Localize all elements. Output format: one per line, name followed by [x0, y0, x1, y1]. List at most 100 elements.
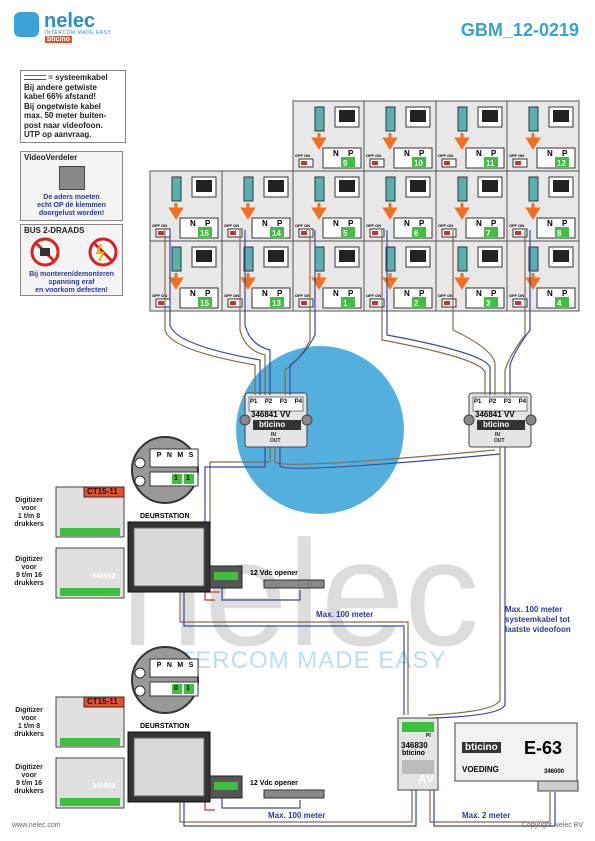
logo-name: nelec: [44, 10, 96, 32]
label-p: P: [348, 219, 354, 228]
monitor-address: 2: [414, 299, 419, 308]
port-label: P2: [264, 399, 273, 405]
interface-brand: bticino: [402, 750, 425, 757]
arrow-icon: [240, 203, 256, 220]
opener-label-2: 12 Vdc opener: [250, 780, 298, 787]
label-off-on: OFF ON: [224, 293, 239, 298]
label-n: N: [333, 289, 339, 298]
digitizer-line: drukkers: [14, 731, 44, 738]
monitor-address: 3: [486, 299, 491, 308]
arrow-icon: [525, 203, 541, 220]
opener-label-1: 12 Vdc opener: [250, 570, 298, 577]
monitor-address: 6: [414, 229, 419, 238]
monitor-address: 10: [414, 159, 423, 168]
legend-cable-row: = systeemkabel: [24, 73, 122, 83]
interface-av: AV: [418, 772, 434, 786]
door-station-title-1: DEURSTATION: [140, 513, 190, 520]
monitor-address: 7: [486, 229, 491, 238]
switch-label: S: [188, 662, 194, 669]
wire-label-max2: Max. 2 meter: [462, 811, 511, 820]
monitor-address: 15: [200, 299, 209, 308]
cable-legend: = systeemkabel Bij andere getwiste kabel…: [20, 70, 126, 143]
address-fill: [555, 157, 569, 167]
distributor-left-in: IN: [271, 432, 276, 438]
monitor-address: 1: [343, 299, 348, 308]
document-code: GBM_12-0219: [460, 20, 579, 40]
video-splitter-note: De aders moeten echt OP de klemmen doorg…: [21, 194, 122, 218]
label-n: N: [404, 219, 410, 228]
interface-pi: PI: [426, 733, 431, 739]
port-label: P3: [503, 399, 512, 405]
switch-label: P: [156, 452, 162, 459]
arrow-icon: [311, 203, 327, 220]
label-n: N: [262, 219, 268, 228]
address-fill: [484, 157, 498, 167]
wire-label-line: laatste videofoon: [505, 625, 571, 634]
digitizer-line: 9 t/m 16: [15, 572, 43, 579]
module-label-1: 346992: [92, 573, 116, 580]
distributor-right-out: OUT: [494, 438, 505, 444]
model-label: 346841: [475, 410, 502, 419]
note-line: De aders moeten: [43, 194, 100, 201]
distributor-left-out: OUT: [270, 438, 281, 444]
arrow-icon: [454, 203, 470, 220]
legend-cable-label: = systeemkabel: [48, 73, 108, 82]
label-p: P: [419, 289, 425, 298]
label-p: P: [277, 219, 283, 228]
monitor-address: 9: [343, 159, 348, 168]
address-fill: [341, 157, 355, 167]
vv-label: VV: [503, 410, 515, 419]
distributor-right-model: 346841 VV: [475, 410, 515, 419]
label-off-on: OFF ON: [366, 293, 381, 298]
video-splitter-box: VideoVerdeler De aders moeten echt OP de…: [20, 151, 123, 221]
monitor-address: 14: [272, 229, 281, 238]
port-label: P1: [250, 399, 258, 405]
label-n: N: [404, 149, 410, 158]
arrow-icon: [454, 133, 470, 150]
dip-value: 1: [174, 475, 178, 482]
power-supply-name: E-63: [524, 738, 563, 758]
legend-line: kabel 66% afstand!: [24, 92, 97, 101]
address-fill: [270, 297, 284, 307]
label-off-on: OFF ON: [509, 153, 524, 158]
digitizer-line: drukkers: [14, 788, 44, 795]
label-off-on: OFF ON: [295, 293, 310, 298]
label-p: P: [419, 149, 425, 158]
label-p: P: [419, 219, 425, 228]
port-label: P2: [488, 399, 497, 405]
label-n: N: [404, 289, 410, 298]
watermark-tagline: INTERCOM MADE EASY: [154, 647, 447, 674]
label-off-on: OFF ON: [152, 223, 167, 228]
note-line: spanning eraf: [48, 279, 95, 286]
power-supply-label: VOEDING: [462, 765, 499, 774]
address-fill: [412, 227, 426, 237]
digitizer-line: 1 t/m 8: [17, 723, 41, 730]
label-n: N: [190, 219, 196, 228]
digitizer-line: voor: [21, 715, 37, 722]
label-p: P: [562, 289, 568, 298]
wire-label-max100-b: Max. 100 meter: [268, 811, 326, 820]
label-off-on: OFF ON: [366, 223, 381, 228]
address-fill: [198, 297, 212, 307]
label-off-on: OFF ON: [152, 293, 167, 298]
address-fill: [555, 297, 569, 307]
power-supply-brand: bticino: [462, 742, 501, 753]
label-off-on: OFF ON: [509, 293, 524, 298]
monitor-address: 8: [557, 229, 562, 238]
logo-tagline: INTERCOM MADE EASY: [45, 30, 112, 36]
label-p: P: [205, 289, 211, 298]
digitizer-line: Digitizer: [15, 556, 43, 563]
digitizer-line: voor: [21, 772, 37, 779]
switch-label: M: [177, 662, 184, 669]
port-label: P4: [294, 399, 302, 405]
label-n: N: [476, 289, 482, 298]
note-line: Bij monteren/demonteren: [29, 271, 114, 278]
address-fill: [198, 227, 212, 237]
